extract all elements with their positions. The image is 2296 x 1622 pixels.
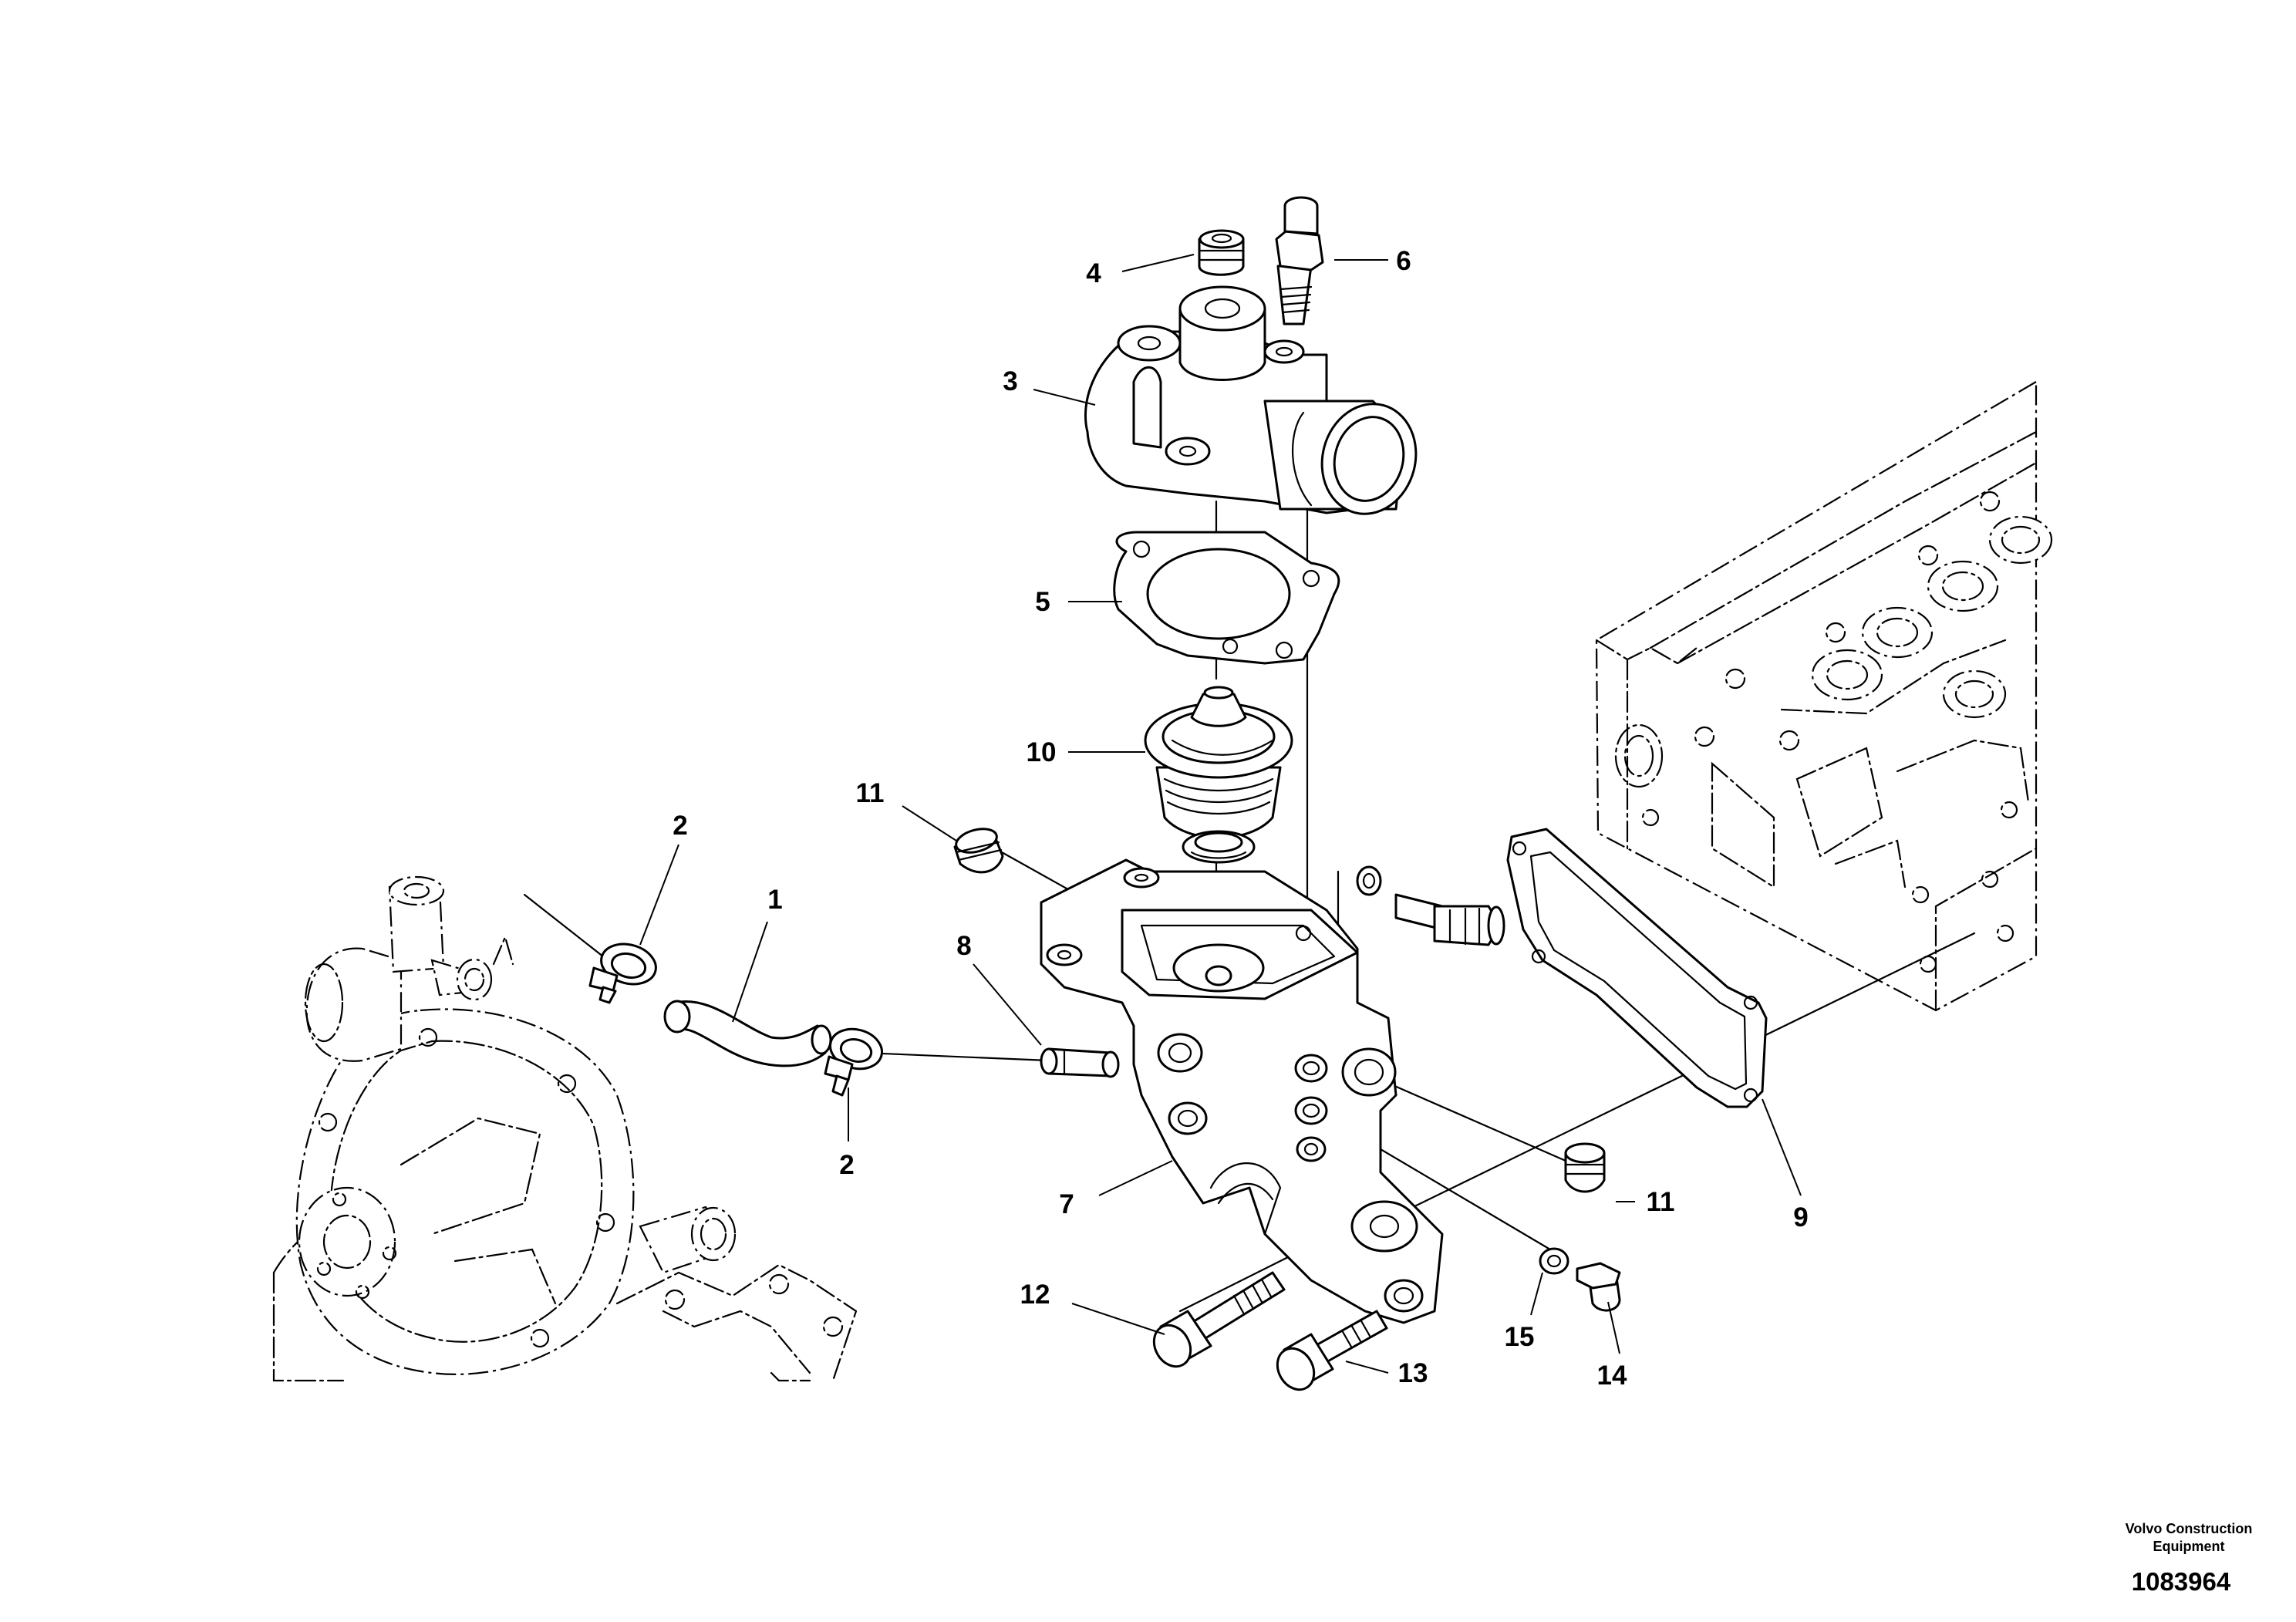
- brand-line-1: Volvo Construction: [2126, 1521, 2253, 1536]
- callout-1: 1: [767, 885, 782, 915]
- drain-plug-14: [1576, 1262, 1621, 1312]
- bolt-6: [1275, 196, 1324, 325]
- callout-labels: 1 2 2 3 4 5 6 7 8 9 10 11 11 12 13 14 15: [673, 246, 1808, 1391]
- brand-line-2: Equipment: [2153, 1539, 2225, 1554]
- cylinder-head-ghost: [1595, 380, 2053, 1012]
- callout-leaders: [639, 254, 1802, 1374]
- drawing-number: 1083964: [2132, 1567, 2231, 1596]
- plug-11-bottom: [1564, 1142, 1606, 1193]
- plug-4: [1198, 229, 1245, 276]
- gasket-9: [1506, 828, 1768, 1108]
- callout-15: 15: [1505, 1322, 1535, 1352]
- callout-7: 7: [1059, 1189, 1074, 1219]
- callout-11-lower: 11: [1647, 1187, 1675, 1217]
- callout-5: 5: [1035, 587, 1050, 617]
- hose-1: [663, 1000, 832, 1067]
- bolt-13: [1276, 1310, 1388, 1391]
- callout-6: 6: [1396, 246, 1411, 276]
- hose-clamp-2-lower: [824, 1027, 883, 1097]
- callout-11-upper: 11: [856, 778, 885, 808]
- gasket-5: [1113, 531, 1340, 665]
- thermostat-10: [1144, 686, 1293, 864]
- plug-11-top: [953, 828, 1004, 874]
- footer: Volvo Construction Equipment 1083964: [2126, 1521, 2253, 1596]
- callout-9: 9: [1793, 1202, 1808, 1233]
- water-pump-ghost: [272, 875, 858, 1382]
- hose-clamp-2-upper: [588, 943, 657, 1004]
- callout-2-lower: 2: [839, 1150, 854, 1180]
- callout-8: 8: [956, 931, 971, 961]
- washer-15: [1539, 1247, 1569, 1275]
- callout-12: 12: [1020, 1280, 1050, 1310]
- callout-14: 14: [1597, 1361, 1627, 1391]
- callout-3: 3: [1003, 366, 1017, 396]
- temperature-sensor: [1356, 865, 1505, 946]
- thermostat-housing-7: [1040, 858, 1444, 1324]
- callout-4: 4: [1086, 258, 1101, 288]
- callout-10: 10: [1027, 737, 1057, 767]
- thermostat-cover-3: [1084, 285, 1418, 515]
- callout-13: 13: [1398, 1358, 1428, 1388]
- callout-2-upper: 2: [673, 811, 687, 841]
- pipe-nipple-8: [1040, 1047, 1120, 1078]
- bolt-12: [1152, 1271, 1286, 1368]
